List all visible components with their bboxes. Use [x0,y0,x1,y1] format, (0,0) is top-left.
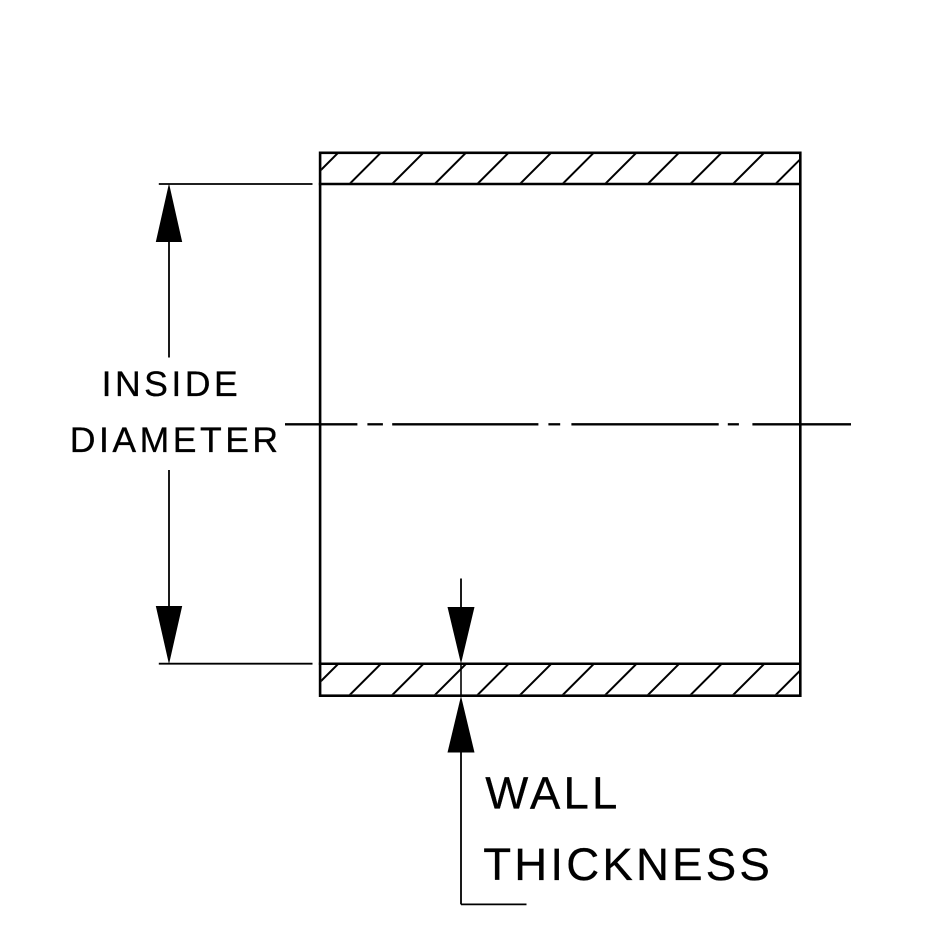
svg-text:INSIDE: INSIDE [102,364,242,404]
svg-text:WALL: WALL [485,768,620,819]
svg-text:THICKNESS: THICKNESS [483,839,773,890]
svg-text:DIAMETER: DIAMETER [70,420,282,460]
